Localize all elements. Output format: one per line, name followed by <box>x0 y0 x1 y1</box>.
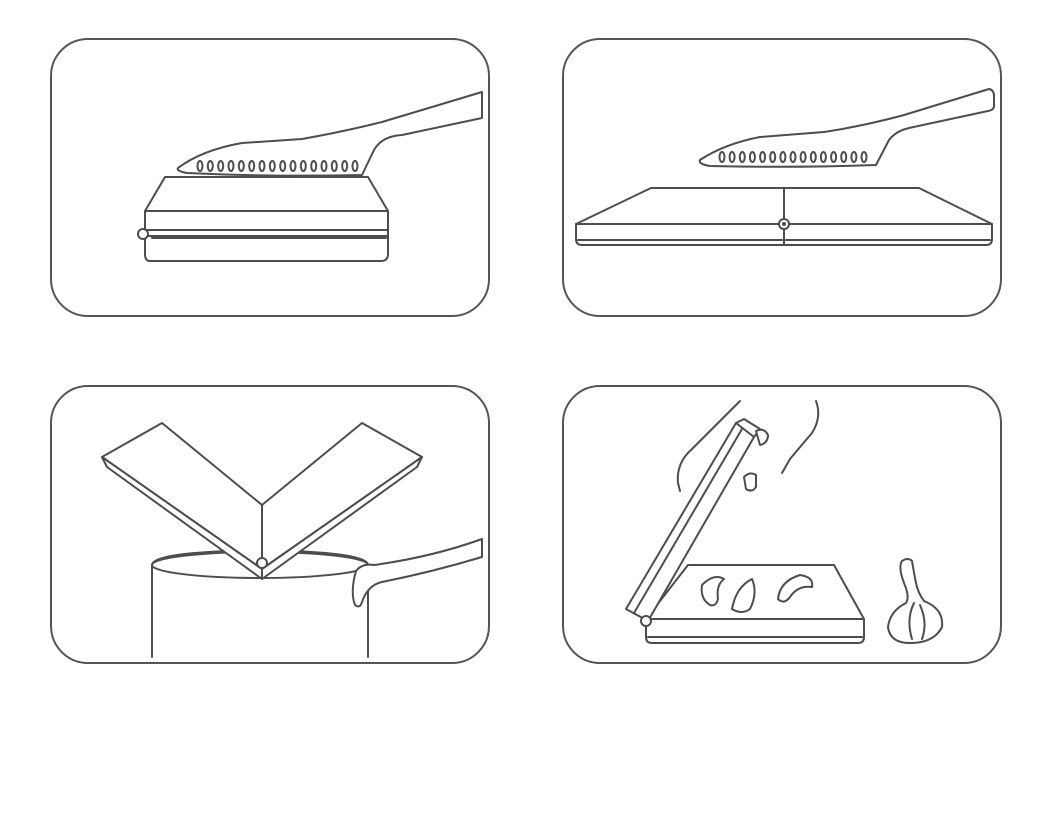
folded-board-illustration <box>137 91 483 262</box>
knife-hole <box>227 160 235 172</box>
knife-hole <box>341 160 349 172</box>
knife-hole <box>268 160 276 172</box>
v-folded-board-icon <box>101 422 423 580</box>
knife-icon <box>698 88 995 168</box>
panel-knife-on-folded-board <box>50 38 490 317</box>
panel-board-with-garlic <box>562 385 1002 664</box>
knife-hole <box>258 160 266 172</box>
garlic-bulb-icon <box>887 558 944 644</box>
garlic-clove-icon <box>700 574 814 613</box>
knife-hole <box>738 151 746 163</box>
funnel-illustration <box>101 422 483 658</box>
knife-hole <box>279 160 287 172</box>
unfolded-cutting-board-icon <box>575 187 993 246</box>
knife-hole <box>860 151 868 163</box>
knife-hole <box>809 151 817 163</box>
knife-hole <box>330 160 338 172</box>
unfolded-board-illustration <box>575 88 995 246</box>
folded-cutting-board-icon <box>137 176 389 262</box>
knife-hole <box>289 160 297 172</box>
knife-hole <box>850 151 858 163</box>
knife-hole <box>728 151 736 163</box>
knife-hole <box>206 160 214 172</box>
knife-hole <box>310 160 318 172</box>
knife-hole <box>299 160 307 172</box>
knife-hole <box>840 151 848 163</box>
knife-hole <box>248 160 256 172</box>
knife-hole <box>718 151 726 163</box>
knife-hole <box>196 160 204 172</box>
panel-knife-above-unfolded-board <box>562 38 1002 317</box>
knife-hole <box>351 160 359 172</box>
knife-hole <box>779 151 787 163</box>
knife-hole <box>789 151 797 163</box>
knife-hole <box>320 160 328 172</box>
knife-hole <box>769 151 777 163</box>
knife-hole <box>237 160 245 172</box>
panel-board-funnel-into-pot <box>50 385 490 664</box>
garlic-board-illustration <box>625 400 944 644</box>
cooking-pot-icon <box>151 538 483 658</box>
knife-hole <box>217 160 225 172</box>
knife-hole <box>799 151 807 163</box>
knife-hole <box>759 151 767 163</box>
hand-icon <box>676 400 820 492</box>
knife-hole <box>748 151 756 163</box>
knife-icon <box>176 91 483 177</box>
knife-hole <box>819 151 827 163</box>
knife-hole <box>830 151 838 163</box>
